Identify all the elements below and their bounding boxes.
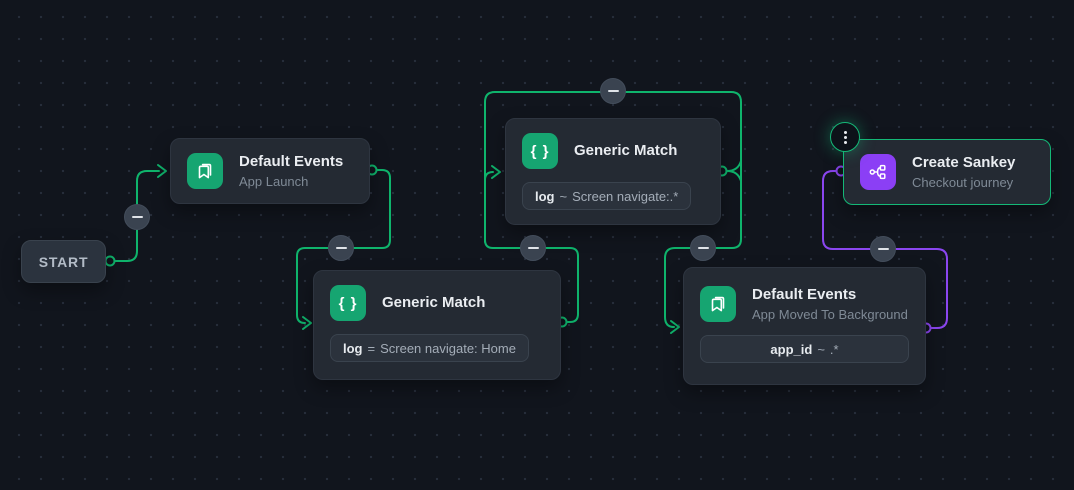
filter-value: Screen navigate: Home: [380, 340, 516, 356]
node-subtitle: App Moved To Background: [752, 306, 908, 322]
sankey-flow-icon: [860, 154, 896, 190]
remove-edge-button[interactable]: [328, 235, 354, 261]
bookmarks-icon: [187, 153, 223, 189]
node-title: Default Events: [239, 153, 344, 171]
minus-icon: [877, 248, 889, 250]
remove-edge-button[interactable]: [600, 78, 626, 104]
node-generic-match-screen-any[interactable]: { } Generic Match log ~ Screen navigate:…: [505, 118, 721, 225]
node-subtitle: App Launch: [239, 174, 309, 190]
remove-edge-button[interactable]: [124, 204, 150, 230]
edge-arrow-icon: [670, 320, 680, 334]
minus-icon: [335, 247, 347, 249]
remove-edge-button[interactable]: [520, 235, 546, 261]
edge-arrow-icon: [157, 164, 167, 178]
remove-edge-button[interactable]: [690, 235, 716, 261]
node-default-events-app-background[interactable]: Default Events App Moved To Background a…: [683, 267, 926, 385]
filter-operator: ~: [817, 341, 825, 357]
node-title: Generic Match: [382, 294, 486, 312]
start-node[interactable]: START: [21, 240, 106, 283]
braces-icon: { }: [522, 133, 558, 169]
node-default-events-app-launch[interactable]: Default Events App Launch: [170, 138, 370, 204]
filter-key: log: [535, 188, 555, 204]
filter-value: .*: [829, 341, 839, 357]
node-subtitle: Checkout journey: [912, 175, 1014, 191]
node-title: Default Events: [752, 286, 857, 303]
bookmarks-icon: [700, 285, 736, 322]
port-start-output[interactable]: [104, 255, 116, 267]
ellipsis-icon: [843, 135, 847, 139]
edge-junction-down: [726, 170, 742, 182]
node-generic-match-home[interactable]: { } Generic Match log = Screen navigate:…: [313, 270, 561, 380]
edge-loop-to-default-events-background: [484, 91, 742, 328]
node-menu-button[interactable]: [830, 122, 860, 152]
remove-edge-button[interactable]: [870, 236, 896, 262]
edge-arrow-icon: [491, 165, 501, 179]
minus-icon: [697, 247, 709, 249]
filter-chip[interactable]: log = Screen navigate: Home: [330, 334, 529, 362]
minus-icon: [527, 247, 539, 249]
edge-junction-up: [726, 160, 742, 172]
filter-key: log: [343, 340, 363, 356]
filter-chip[interactable]: log ~ Screen navigate:.*: [522, 182, 692, 210]
filter-operator: ~: [559, 188, 568, 204]
minus-icon: [607, 90, 619, 92]
node-create-sankey[interactable]: Create Sankey Checkout journey: [843, 139, 1051, 205]
edge-arrow-icon: [302, 316, 312, 330]
minus-icon: [131, 216, 143, 218]
filter-key: app_id: [770, 341, 813, 357]
filter-operator: =: [367, 340, 376, 356]
node-title: Create Sankey: [912, 154, 1016, 172]
filter-value: Screen navigate:.*: [572, 188, 679, 204]
filter-chip[interactable]: app_id ~ .*: [700, 335, 909, 364]
node-title: Generic Match: [574, 142, 678, 160]
braces-icon: { }: [330, 285, 366, 321]
start-node-label: START: [38, 253, 89, 270]
